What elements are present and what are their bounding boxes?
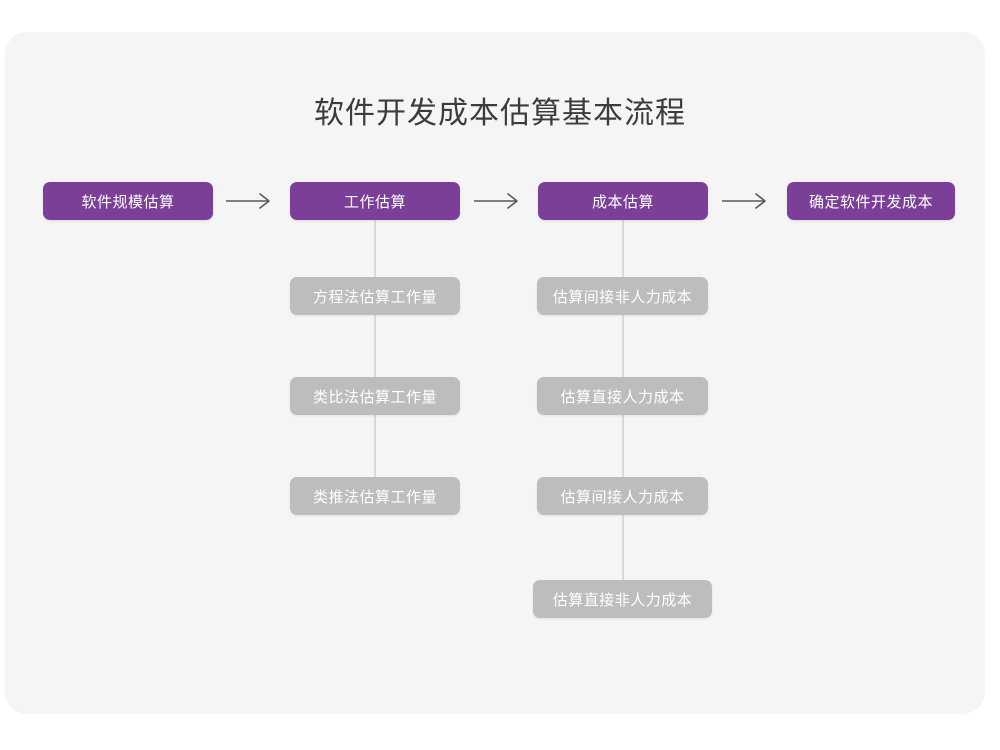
- sub-box-direct-labor-cost[interactable]: 估算直接人力成本: [537, 377, 708, 415]
- sub-box-label: 估算直接非人力成本: [552, 591, 693, 609]
- stage-box-effort-estimation[interactable]: 工作估算: [290, 182, 460, 220]
- sub-box-analogy-method-effort[interactable]: 类比法估算工作量: [290, 377, 460, 415]
- connector-sub1-to-sub2: [374, 315, 376, 396]
- diagram-panel: [5, 32, 985, 714]
- sub-box-label: 估算间接人力成本: [560, 488, 685, 506]
- stage-box-label: 确定软件开发成本: [808, 193, 933, 211]
- connector-sub2-to-sub3: [374, 415, 376, 496]
- sub-box-label: 估算间接非人力成本: [552, 288, 693, 306]
- sub-box-label: 估算直接人力成本: [560, 388, 685, 406]
- connector-sub1-to-sub2-right: [622, 315, 624, 396]
- stage-box-label: 软件规模估算: [81, 193, 175, 211]
- sub-box-label: 方程法估算工作量: [312, 288, 437, 306]
- connector-stage3-to-sub1: [622, 218, 624, 296]
- arrow-icon-2: [470, 182, 526, 220]
- stage-box-label: 成本估算: [591, 193, 654, 211]
- connector-sub2-to-sub3-right: [622, 415, 624, 496]
- connector-sub3-to-sub4-right: [622, 515, 624, 598]
- sub-box-analogical-method-effort[interactable]: 类推法估算工作量: [290, 477, 460, 515]
- connector-stage2-to-sub1: [374, 218, 376, 296]
- sub-box-direct-non-labor-cost[interactable]: 估算直接非人力成本: [533, 580, 712, 618]
- page-title: 软件开发成本估算基本流程: [314, 97, 686, 130]
- arrow-icon-3: [718, 182, 774, 220]
- arrow-icon-1: [222, 182, 278, 220]
- stage-box-software-scale-estimation[interactable]: 软件规模估算: [43, 182, 213, 220]
- sub-box-indirect-non-labor-cost[interactable]: 估算间接非人力成本: [537, 277, 708, 315]
- stage-box-determine-development-cost[interactable]: 确定软件开发成本: [787, 182, 955, 220]
- sub-box-equation-method-effort[interactable]: 方程法估算工作量: [290, 277, 460, 315]
- stage-box-label: 工作估算: [343, 193, 406, 211]
- sub-box-label: 类推法估算工作量: [312, 488, 437, 506]
- sub-box-indirect-labor-cost[interactable]: 估算间接人力成本: [537, 477, 708, 515]
- stage-box-cost-estimation[interactable]: 成本估算: [538, 182, 708, 220]
- sub-box-label: 类比法估算工作量: [312, 388, 437, 406]
